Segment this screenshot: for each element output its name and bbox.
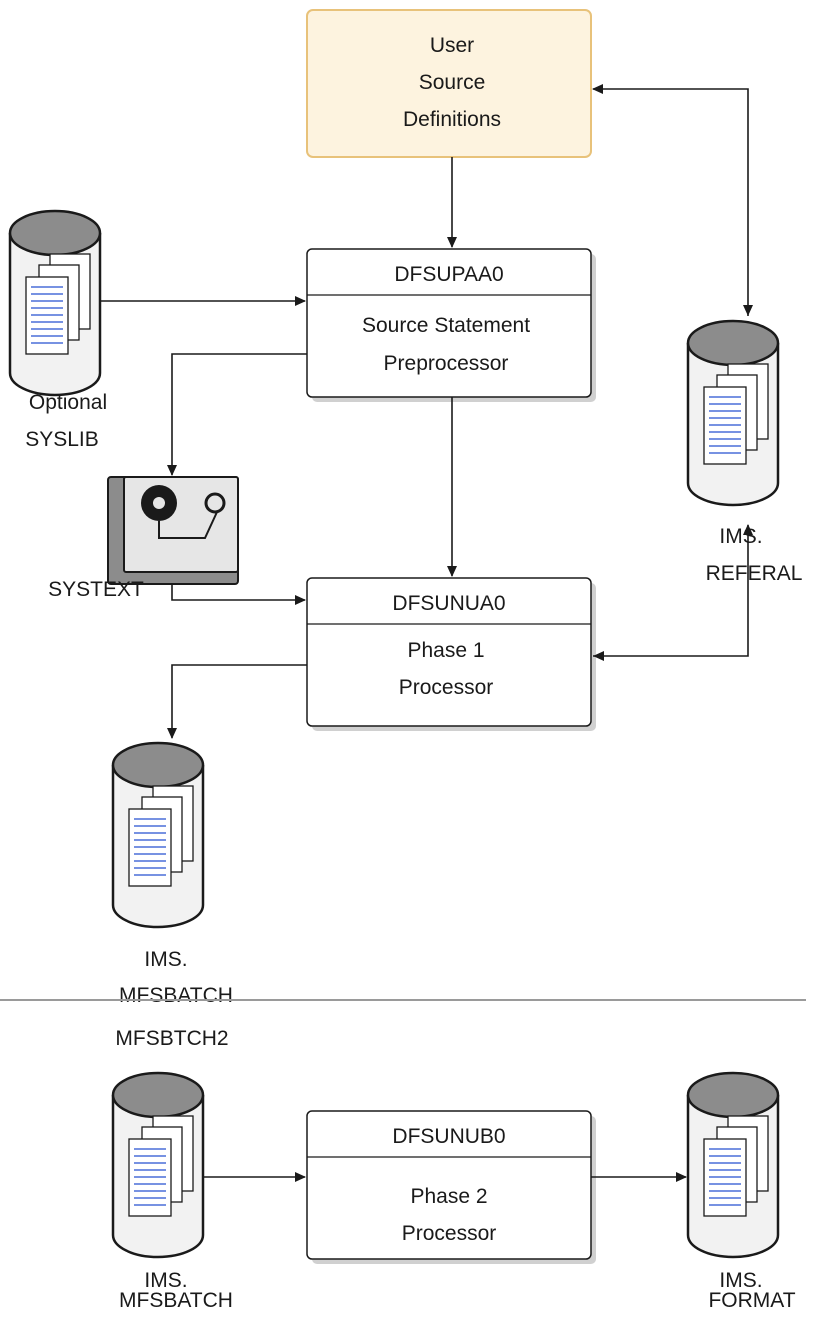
syslib-cylinder-icon	[8, 209, 102, 397]
format-label-line2: FORMAT	[708, 1289, 795, 1312]
format-label-line1: IMS.	[719, 1269, 762, 1292]
user-source-line2: Source	[419, 71, 486, 94]
mfsbatch-top-label-line1: IMS.	[144, 948, 187, 971]
dfsunua0-box: DFSUNUA0 Phase 1 Processor	[306, 577, 596, 731]
dfsunub0-box: DFSUNUB0 Phase 2 Processor	[306, 1110, 596, 1264]
dfsunua0-line2: Processor	[399, 676, 494, 699]
dfsunub0-title: DFSUNUB0	[392, 1125, 505, 1148]
dfsupaa0-line2: Preprocessor	[384, 352, 509, 375]
dfsunua0-line1: Phase 1	[407, 639, 484, 662]
connectors	[100, 84, 753, 739]
referal-label-line1: IMS.	[719, 525, 762, 548]
syslib-label-line2: SYSLIB	[25, 428, 99, 451]
user-source-line1: User	[430, 34, 474, 57]
mfsbatch-top-label-line2: MFSBATCH	[119, 984, 233, 1007]
dfsupaa0-title: DFSUPAA0	[394, 263, 503, 286]
dfsunua0-title: DFSUNUA0	[392, 592, 505, 615]
mfsbatch-bottom-label-line1: IMS.	[144, 1269, 187, 1292]
syslib-label-line1: Optional	[29, 391, 107, 414]
user-source-line3: Definitions	[403, 108, 501, 131]
mfsbatch-bottom-cylinder-icon	[111, 1071, 205, 1259]
referal-label-line2: REFERAL	[706, 562, 803, 585]
tape-drive-icon	[107, 476, 239, 585]
user-source-definitions-box: User Source Definitions	[306, 9, 592, 158]
systext-label: SYSTEXT	[48, 578, 144, 601]
referal-cylinder-icon	[686, 319, 780, 507]
mfsbatch-bottom-label-line2: MFSBATCH	[119, 1289, 233, 1312]
dfsunub0-line2: Processor	[402, 1222, 497, 1245]
dfsunub0-line1: Phase 2	[410, 1185, 487, 1208]
mfsbtch2-label: MFSBTCH2	[115, 1027, 228, 1050]
format-cylinder-icon	[686, 1071, 780, 1259]
mfsbatch-top-cylinder-icon	[111, 741, 205, 929]
dfsupaa0-line1: Source Statement	[362, 314, 530, 337]
dfsupaa0-box: DFSUPAA0 Source Statement Preprocessor	[306, 248, 596, 402]
